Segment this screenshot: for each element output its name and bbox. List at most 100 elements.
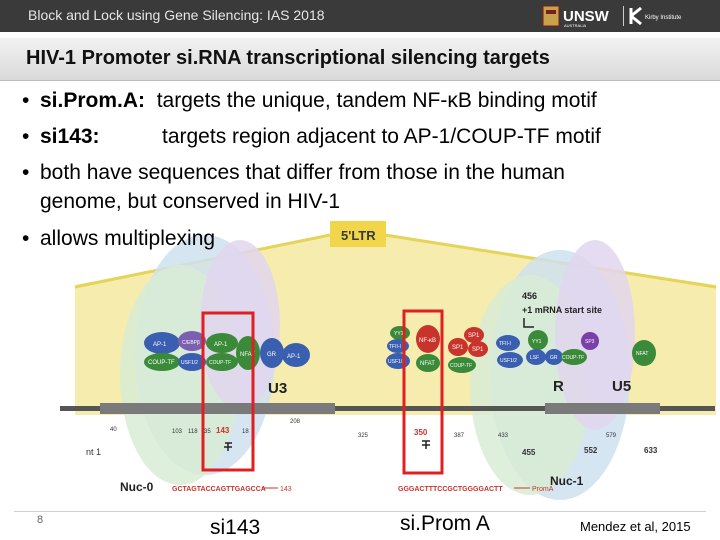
factor-coup-b-label: COUP-TF — [209, 360, 231, 366]
factor-ap1-a — [144, 332, 180, 354]
label-si143: si143 — [210, 516, 261, 539]
kirby-logo-icon — [629, 6, 642, 26]
factor-coup-b — [206, 353, 238, 371]
bullet-siproma: •si.Prom.A: targets the unique, tandem N… — [22, 89, 597, 112]
factor-usf-a-label: USF1/2 — [181, 360, 198, 366]
footer-rule — [14, 511, 706, 512]
factor-ap1-b-label: AP-1 — [214, 342, 228, 348]
nuc0-label: Nuc-0 — [120, 480, 154, 494]
position-552: 552 — [584, 446, 598, 455]
bullet-sequences-cont: genome, but conserved in HIV-1 — [40, 187, 340, 216]
bullet-siproma-text: targets the unique, tandem NF-κB binding… — [156, 89, 597, 112]
position-18x: 18 — [242, 429, 249, 435]
si143-highlight-box — [201, 311, 255, 472]
factor-nfkb-label: NF-κB — [419, 338, 436, 344]
factor-nfkb — [416, 325, 440, 353]
position-103: 103 — [172, 429, 183, 435]
position-633: 633 — [644, 446, 658, 455]
si143-hairpin-icon — [224, 442, 232, 451]
factor-sp3-label: SP3 — [585, 339, 595, 345]
position-350: 350 — [414, 428, 428, 437]
factor-ap1-b — [206, 333, 238, 353]
factor-ap1-c — [282, 343, 310, 367]
bullet-sequences: •both have sequences that differ from th… — [22, 161, 565, 184]
position-143: 143 — [216, 426, 230, 435]
dna-line — [60, 406, 715, 411]
factor-nfat-c-label: NFAT — [636, 351, 648, 357]
logo-subtext: AUSTRALIA — [564, 23, 587, 28]
ltr-box — [330, 221, 386, 247]
logo-text: UNSW — [563, 8, 610, 25]
hiv-ltr-diagram: 5'LTR Nuc-0 Nuc-1 456 +1 mRNA start site… — [60, 221, 717, 500]
factor-gr2-label: GR — [550, 355, 558, 361]
factor-nfat-b — [416, 354, 440, 372]
slide-title: HIV-1 Promoter si.RNA transcriptional si… — [26, 47, 550, 69]
bullet-multiplexing: •allows multiplexing — [22, 227, 216, 250]
factor-tfii-a-label: TFII-I — [389, 344, 401, 350]
factor-cebp — [178, 331, 206, 351]
siprom-hairpin-icon — [422, 440, 430, 449]
u3-segment — [100, 403, 335, 414]
bullet-sequences-line2: genome, but conserved in HIV-1 — [40, 190, 341, 213]
factor-usf-c — [497, 352, 523, 368]
region-u3: U3 — [268, 380, 287, 397]
position-433: 433 — [498, 433, 509, 439]
region-r: R — [553, 378, 564, 395]
position-325: 325 — [358, 433, 369, 439]
kirby-logo-text: Kirby Institute — [645, 15, 682, 21]
region-u5: U5 — [612, 378, 631, 395]
factor-coup-a — [144, 353, 180, 371]
bullet-siproma-label: si.Prom.A: — [40, 89, 146, 112]
factor-coup-d — [561, 349, 587, 365]
factor-gr — [260, 338, 284, 368]
citation: Mendez et al, 2015 — [580, 519, 691, 534]
bullet-si143: •si143: — [22, 125, 100, 148]
factor-sp1-b — [464, 327, 484, 343]
factor-sp3 — [581, 332, 599, 350]
factor-coup-d-label: COUP-TF — [562, 355, 584, 361]
factor-usf-a — [178, 353, 206, 371]
factor-tfii-b — [496, 335, 520, 351]
bullet-si143-desc: targets region adjacent to AP-1/COUP-TF … — [162, 122, 601, 151]
factor-sp1-c — [468, 341, 488, 357]
siprom-highlight-box — [402, 309, 444, 475]
nuc1-label: Nuc-1 — [550, 474, 584, 488]
factor-usf-b-label: USF1/2 — [388, 359, 405, 365]
slide-title-bar: HIV-1 Promoter si.RNA transcriptional si… — [0, 38, 720, 81]
factor-ap1-a-label: AP-1 — [153, 342, 167, 348]
factor-cebp-label: C/EBPβ — [182, 340, 200, 346]
factor-sp1-c-label: SP1 — [472, 347, 484, 353]
position-387: 387 — [454, 433, 465, 439]
factor-sp1-a-label: SP1 — [452, 345, 464, 351]
position-118: 118 — [188, 429, 198, 435]
u5-segment — [545, 403, 660, 414]
factor-usf-c-label: USF1/2 — [500, 358, 517, 364]
seq-143: GCTAGTACCAGTTGAGCCA — [172, 486, 266, 493]
factor-lsf — [526, 349, 546, 365]
presentation-title: Block and Lock using Gene Silencing: IAS… — [28, 7, 325, 23]
factor-gr-label: GR — [267, 352, 277, 358]
factor-coup-c-label: COUP-TF — [450, 363, 472, 369]
start-site-number: 456 — [522, 291, 537, 301]
factor-coup-a-label: COUP-TF — [148, 360, 175, 366]
factor-yy1-a-label: YY1 — [394, 331, 404, 337]
factor-ap1-c-label: AP-1 — [287, 354, 301, 360]
position-455: 455 — [522, 448, 536, 457]
bullet-si143-label: si143: — [40, 125, 100, 148]
factor-sp1-a — [448, 338, 468, 356]
label-siprom: si.Prom A — [400, 512, 490, 535]
factor-sp1-b-label: SP1 — [468, 333, 480, 339]
bullet-sequences-line1: both have sequences that differ from tho… — [40, 161, 565, 184]
start-arrow-icon — [523, 318, 534, 328]
factor-nfat-c — [632, 340, 656, 366]
start-site-text: +1 mRNA start site — [522, 305, 602, 315]
seq-143-tag: 143 — [280, 486, 292, 493]
factor-tfii-b-label: TFII-I — [499, 341, 511, 347]
factor-gr2 — [545, 349, 563, 365]
seq-prom-a-tag: PromA — [532, 486, 554, 493]
factor-coup-c — [448, 357, 476, 373]
factor-lsf-label: LSF — [530, 355, 539, 361]
bullet-si143-text: targets region adjacent to AP-1/COUP-TF … — [162, 125, 601, 148]
nt-label: nt 1 — [86, 447, 101, 457]
factor-yy1-b — [528, 330, 548, 350]
